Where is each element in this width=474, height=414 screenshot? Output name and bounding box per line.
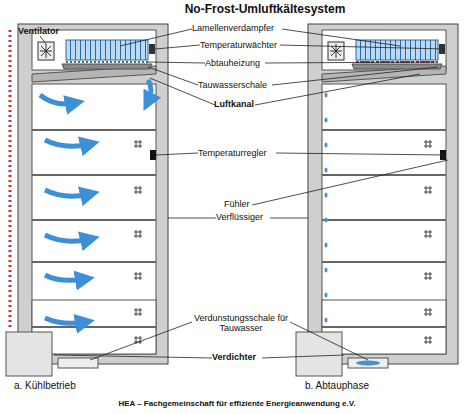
air-flow-arrow — [40, 95, 75, 104]
leader-line — [272, 67, 438, 85]
leader-line — [90, 322, 192, 360]
thaw-water-drop — [325, 143, 328, 148]
leader-line — [265, 62, 436, 63]
leader-line — [255, 74, 420, 105]
air-flow-arrow — [40, 80, 151, 323]
cooling-fridge — [6, 24, 168, 376]
thaw-water-drop — [325, 118, 328, 123]
thaw-water-drop — [325, 318, 328, 323]
leader-line — [156, 153, 198, 155]
part-label: Verdunstungsschale für Tauwasser — [191, 313, 291, 334]
thaw-water-drop — [325, 168, 328, 173]
leader-line — [262, 355, 344, 358]
condenser-coil — [9, 30, 12, 330]
leader-line — [148, 62, 205, 63]
part-label: Fühler — [224, 199, 250, 209]
leader-line — [280, 45, 445, 49]
leader-line — [276, 153, 446, 155]
leader-line — [168, 218, 216, 219]
leader-line — [40, 29, 448, 360]
leader-line — [120, 29, 192, 46]
leader-line — [252, 160, 448, 205]
part-label: Temperaturwächter — [200, 40, 277, 50]
thaw-water-drop — [325, 93, 381, 366]
part-label: a. Kühlbetrieb — [14, 380, 76, 392]
part-label: Ventilator — [18, 26, 59, 36]
part-label: Verflüssiger — [216, 212, 263, 222]
air-flow-arrow — [45, 235, 90, 241]
leader-line — [148, 67, 198, 85]
part-label: b. Abtauphase — [305, 380, 369, 392]
thaw-water-drop — [325, 193, 328, 198]
diagram-title: No-Frost-Umluftkältesystem — [150, 3, 380, 17]
leader-line — [282, 29, 400, 46]
thaw-water-drop — [325, 243, 328, 248]
part-label: Luftkanal — [214, 99, 254, 109]
part-label: Tauwasserschale — [198, 80, 267, 90]
leader-line — [54, 355, 212, 358]
leader-line — [155, 45, 200, 49]
leader-line — [40, 36, 46, 44]
cooling-fridge — [6, 24, 168, 376]
source-caption: HEA – Fachgemeinschaft für effiziente En… — [0, 399, 474, 408]
leader-line — [270, 218, 308, 219]
air-flow-arrow — [45, 140, 90, 146]
leader-line — [290, 322, 368, 360]
part-label: Temperaturregler — [198, 148, 267, 158]
thaw-water-drop — [356, 361, 380, 366]
thaw-water-drop — [325, 93, 328, 98]
condenser-coil — [10, 30, 11, 330]
thaw-water-drop — [325, 218, 328, 223]
air-flow-arrow — [45, 318, 85, 323]
air-flow-arrow — [45, 190, 90, 196]
thaw-water-drop — [325, 293, 328, 298]
part-label: Abtauheizung — [205, 58, 260, 68]
air-flow-arrow — [45, 275, 85, 280]
defrost-fridge — [296, 24, 458, 376]
air-flow-arrow — [148, 80, 151, 102]
thaw-water-drop — [325, 268, 328, 273]
part-label: Lamellenverdampfer — [192, 23, 274, 33]
part-label: Verdichter — [212, 352, 256, 362]
defrost-fridge — [296, 24, 458, 376]
